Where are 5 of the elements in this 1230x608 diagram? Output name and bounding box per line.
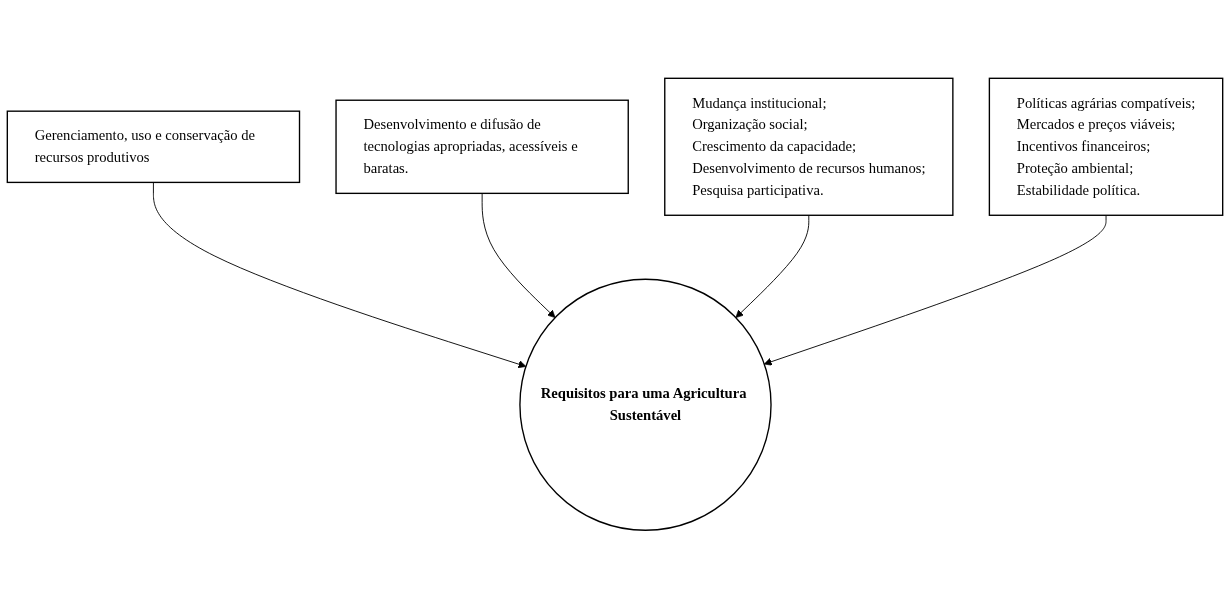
- node-box: Gerenciamento, uso e conservação de recursos produtivos: [6, 110, 301, 183]
- node-circle: Requisitos para uma Agricultura Sustentável: [519, 278, 772, 531]
- node-box: Mudança institucional; Organização social; Crescimento da capacidade; Desenvolvimento de recursos humanos; Pesquisa participativa.: [664, 77, 954, 216]
- node-box: Políticas agrárias compatíveis; Mercados e preços viáveis; Incentivos financeiros; Proteção ambiental; Estabilidade política.: [988, 77, 1224, 216]
- node-box: Desenvolvimento e difusão de tecnologias apropriadas, acessíveis e baratas.: [335, 99, 629, 194]
